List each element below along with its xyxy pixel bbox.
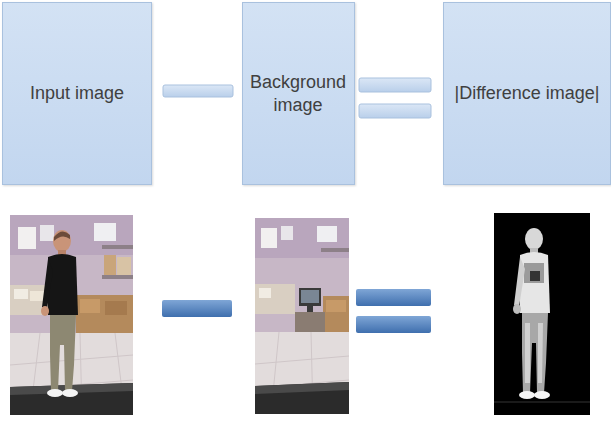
minus-sign [162, 300, 232, 317]
difference-photo [494, 213, 590, 415]
equals-sign [359, 104, 431, 118]
equals-sign [359, 78, 431, 92]
minus-sign [163, 85, 233, 97]
box-label: |Difference image| [454, 82, 599, 105]
background-photo [255, 218, 349, 414]
equals-sign [356, 289, 431, 306]
box-label: Input image [30, 82, 124, 105]
equals-sign [356, 316, 431, 333]
box-text-group: Input image [30, 82, 124, 105]
input-photo [10, 215, 133, 415]
box-label: Background image [250, 71, 346, 116]
box-text-group: Background image [250, 71, 346, 116]
process-box: Background image [242, 2, 355, 185]
box-text-group: |Difference image| [454, 82, 599, 105]
process-box: Input image [2, 2, 152, 185]
process-box: |Difference image| [443, 2, 611, 185]
